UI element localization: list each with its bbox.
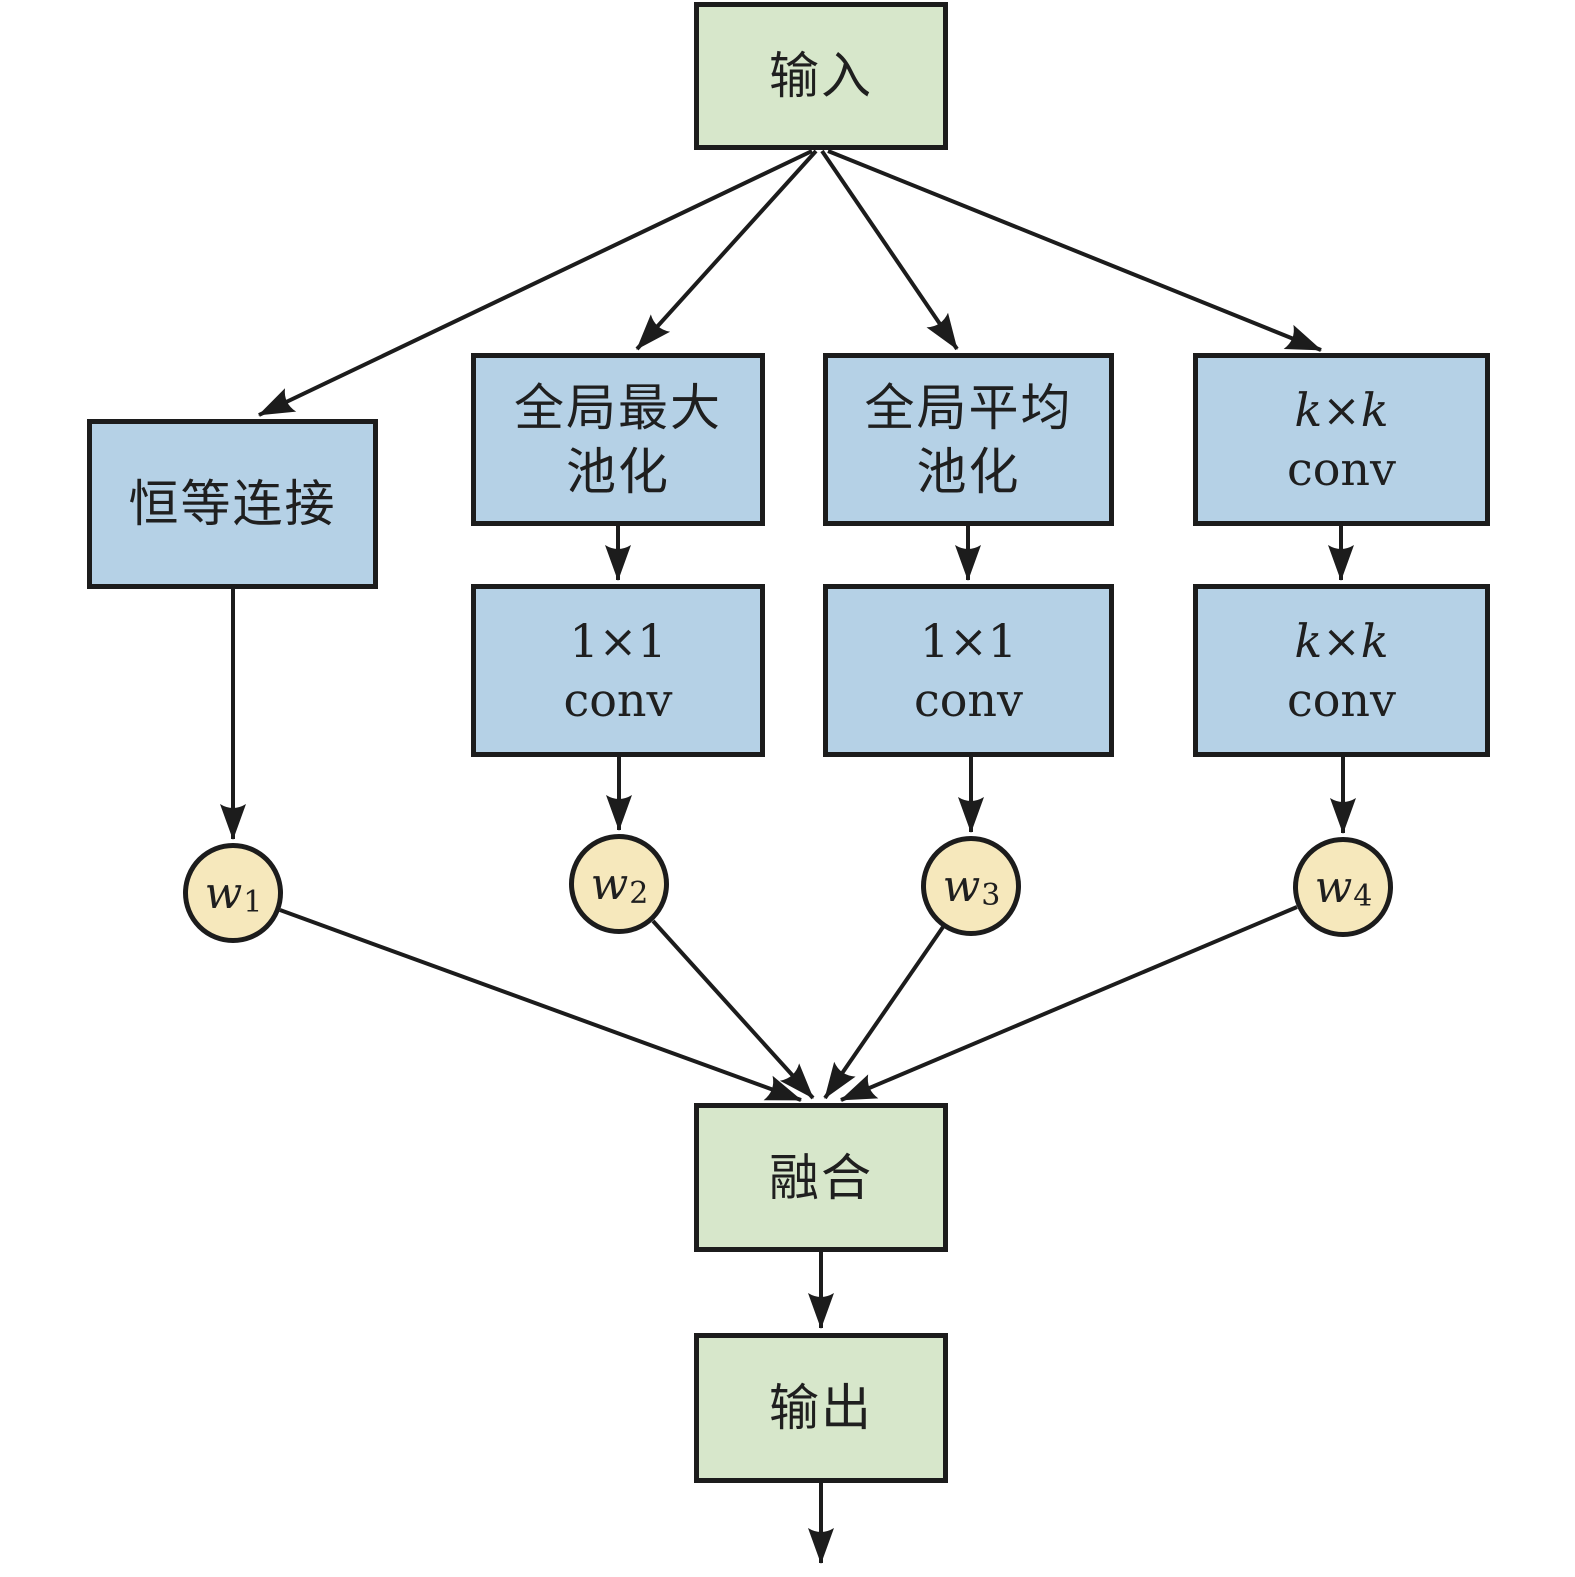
- node-label: conv: [563, 672, 673, 727]
- node-label: 池化: [566, 442, 670, 501]
- node-label: 输出: [769, 1379, 873, 1437]
- node-label: 融合: [769, 1148, 873, 1207]
- node-fusion: 融合: [694, 1103, 948, 1252]
- node-label: 池化: [916, 442, 1021, 501]
- node-label: k×k: [1294, 382, 1389, 437]
- node-label: 1×1: [919, 613, 1018, 668]
- edge-w1-to-fusion: [279, 908, 802, 1102]
- node-label: conv: [913, 672, 1024, 727]
- edge-input-to-kxk: [827, 149, 1322, 352]
- node-input: 输入: [694, 2, 948, 150]
- edge-input-to-gmp: [635, 149, 818, 351]
- node-identity-connection: 恒等连接: [87, 419, 378, 589]
- node-label: 输入: [769, 47, 873, 105]
- node-global-max-pooling: 全局最大池化: [471, 353, 765, 526]
- node-label: conv: [1286, 441, 1397, 496]
- node-global-avg-pooling: 全局平均池化: [823, 353, 1114, 526]
- node-label: 全局最大: [514, 378, 722, 437]
- edge-input-to-identity: [258, 149, 813, 417]
- node-label: k×k: [1294, 613, 1389, 668]
- node-label: 恒等连接: [128, 475, 337, 533]
- node-output: 输出: [694, 1333, 948, 1483]
- edge-w4-to-fusion: [840, 905, 1298, 1102]
- node-label: conv: [1286, 672, 1397, 727]
- edge-input-to-gap: [820, 149, 959, 351]
- edge-w3-to-fusion: [823, 925, 945, 1100]
- edge-w2-to-fusion: [651, 919, 815, 1100]
- node-label: 1×1: [569, 613, 667, 668]
- node-label: 全局平均: [864, 378, 1073, 437]
